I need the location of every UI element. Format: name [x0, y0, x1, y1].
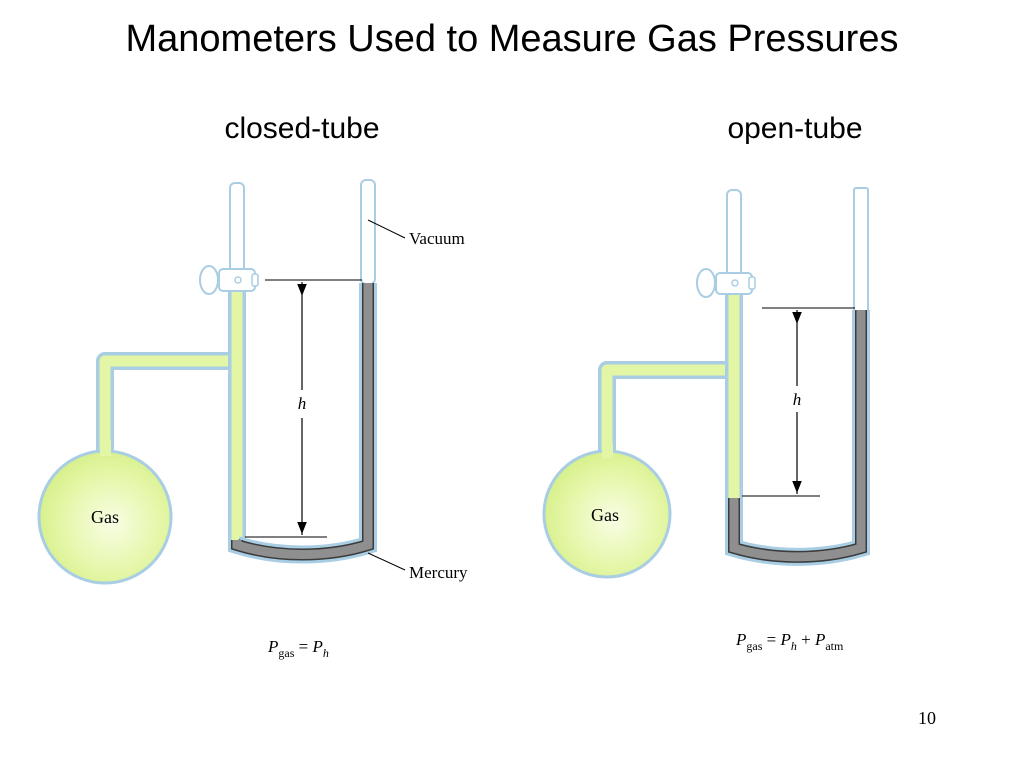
open-gas-pipe — [598, 361, 734, 452]
vacuum-label: Vacuum — [409, 229, 465, 248]
open-eq-op: = — [762, 630, 780, 649]
mercury-callout-line — [367, 552, 406, 571]
open-eq-lhs: P — [735, 630, 746, 649]
open-height-label: h — [793, 390, 802, 409]
closed-eq-lhs-sub: gas — [278, 646, 294, 660]
closed-height-indicator — [245, 279, 362, 538]
slide-title: Manometers Used to Measure Gas Pressures — [125, 18, 899, 60]
mercury-label: Mercury — [409, 563, 468, 582]
page-number: 10 — [918, 708, 936, 728]
open-valve — [696, 268, 756, 298]
open-equation: Pgas = Ph + Patm — [735, 630, 844, 653]
closed-tube-manometer: Gas — [37, 179, 468, 660]
open-tube-heading: open-tube — [727, 112, 863, 145]
open-eq-rhs2-sub: atm — [825, 639, 844, 653]
vacuum-callout-line — [367, 219, 406, 239]
open-eq-rhs2: P — [814, 630, 825, 649]
closed-eq-rhs-sub: h — [323, 646, 329, 660]
open-eq-plus: + — [797, 630, 815, 649]
open-bulb-label: Gas — [591, 505, 619, 525]
open-gas-bulb — [542, 444, 672, 579]
closed-eq-lhs: P — [267, 637, 278, 656]
closed-gas-bulb — [37, 440, 173, 585]
closed-gas-pipe — [96, 352, 237, 450]
closed-eq-rhs: P — [311, 637, 322, 656]
open-tube-manometer: Gas — [542, 187, 870, 653]
open-eq-lhs-sub: gas — [746, 639, 762, 653]
closed-bulb-label: Gas — [91, 507, 119, 527]
closed-right-tube-vacuum — [360, 179, 376, 285]
open-right-tube-open-end — [853, 187, 869, 313]
open-eq-rhs1: P — [779, 630, 790, 649]
closed-equation: Pgas = Ph — [267, 637, 329, 660]
open-height-indicator — [742, 307, 855, 497]
closed-mercury-column — [228, 283, 377, 564]
closed-height-label: h — [298, 394, 307, 413]
open-eq-rhs1-sub: h — [791, 639, 797, 653]
closed-eq-op: = — [294, 637, 312, 656]
closed-tube-heading: closed-tube — [224, 112, 380, 145]
closed-valve — [199, 265, 259, 295]
open-mercury-column — [725, 310, 870, 566]
